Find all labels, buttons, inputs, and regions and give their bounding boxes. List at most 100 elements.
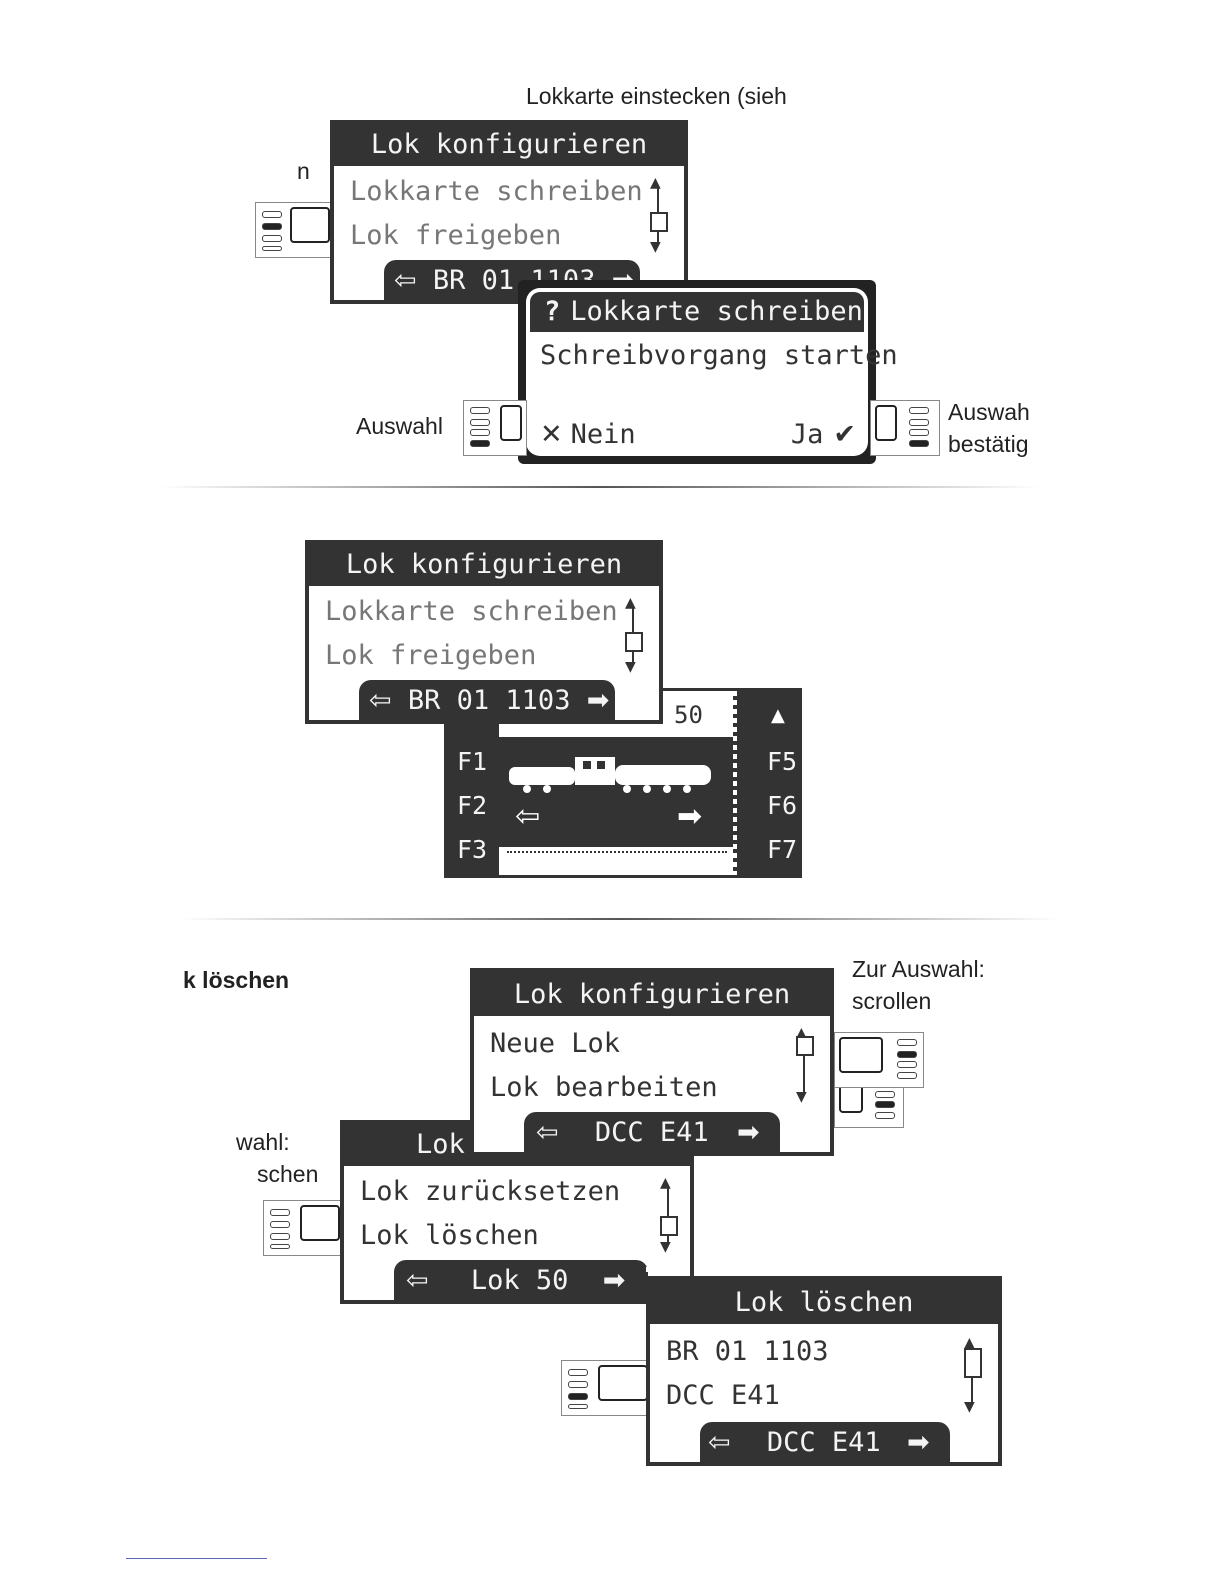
confirm-dialog: ?Lokkarte schreiben Schreibvorgang start… (518, 280, 898, 464)
device-key-top[interactable] (568, 1369, 588, 1376)
locomotive-panel (499, 737, 735, 847)
device-buttons-left-3[interactable] (263, 1200, 343, 1256)
check-icon: ✔ (833, 419, 856, 450)
scroll-indicator-icon: ▲ ▼ (960, 1336, 984, 1416)
device-buttons-left-2[interactable] (463, 400, 527, 456)
loco-selector-bar[interactable]: ⇦ DCC E41 ➡ (524, 1112, 785, 1152)
device-key-bottom[interactable] (270, 1244, 290, 1249)
list-item-loco-1[interactable]: BR 01 1103 (666, 1336, 829, 1367)
direction-right-icon[interactable]: ➡ (677, 799, 703, 834)
locomotive-icon (509, 757, 711, 793)
section1-caption-confirm-2: bestätig (948, 431, 1029, 457)
function-key-f2[interactable]: F2 (457, 791, 488, 820)
screen-title: Lok konfigurieren (309, 544, 659, 586)
device-key-lower[interactable] (262, 235, 282, 242)
loco-selector-bar[interactable]: ⇦ BR 01 1103 ➡ (359, 680, 635, 720)
arrow-left-icon[interactable]: ⇦ (708, 1427, 731, 1458)
section3-caption-left-2: schen (257, 1161, 319, 1187)
arrow-left-icon[interactable]: ⇦ (536, 1117, 559, 1148)
device-key-lower[interactable] (909, 429, 929, 436)
device-buttons-left-4[interactable] (561, 1360, 651, 1416)
list-item-loco-2[interactable]: DCC E41 (666, 1380, 780, 1411)
device-key-top[interactable] (262, 211, 282, 218)
scroll-down-arrow-icon: ▼ (660, 1239, 671, 1255)
device-buttons-right-1[interactable] (870, 400, 940, 456)
device-key-middle[interactable] (568, 1381, 588, 1388)
device-slot (290, 207, 330, 243)
device-key-lower[interactable] (470, 429, 490, 436)
section1-caption-confirm-1: Auswah (948, 399, 1030, 425)
direction-left-icon[interactable]: ⇦ (515, 799, 541, 834)
device-key-top[interactable] (470, 407, 490, 414)
function-key-f6[interactable]: F6 (767, 791, 798, 820)
lcd-screen-lok-konfigurieren-1: Lok konfigurieren Lokkarte schreiben Lok… (330, 120, 688, 304)
scroll-indicator-icon: ▲ ▼ (646, 176, 670, 256)
arrow-left-icon[interactable]: ⇦ (394, 265, 417, 296)
device-slot (839, 1037, 883, 1073)
device-key-middle[interactable] (897, 1051, 917, 1058)
menu-item-lok-freigeben[interactable]: Lok freigeben (350, 220, 562, 251)
function-key-f7[interactable]: F7 (767, 835, 798, 864)
scroll-up-arrow-icon: ▲ (660, 1175, 671, 1191)
arrow-left-icon[interactable]: ⇦ (406, 1265, 429, 1296)
device-key-middle[interactable] (470, 419, 490, 426)
loco-selector-bar[interactable]: ⇦ Lok 50 ➡ (394, 1260, 651, 1300)
footnote-separator (126, 1558, 267, 1559)
dotted-separator (949, 1428, 955, 1459)
arrow-right-icon[interactable]: ➡ (586, 685, 610, 716)
menu-item-neue-lok[interactable]: Neue Lok (490, 1028, 621, 1059)
arrow-right-icon[interactable]: ➡ (736, 1117, 760, 1148)
device-key-lower[interactable] (875, 1101, 895, 1108)
device-key-top[interactable] (270, 1209, 290, 1216)
device-key-bottom[interactable] (568, 1404, 588, 1409)
scroll-down-arrow-icon: ▼ (650, 239, 661, 255)
loco-selector-bar[interactable]: ⇦ DCC E41 ➡ (700, 1422, 955, 1462)
menu-item-lok-loeschen[interactable]: Lok löschen (360, 1220, 539, 1251)
section3-heading: k löschen (183, 967, 290, 993)
device-buttons-left-1[interactable] (255, 202, 335, 258)
dialog-no-button[interactable]: ✕Nein (540, 419, 636, 450)
device-key-bottom[interactable] (909, 440, 929, 447)
menu-item-lokkarte-schreiben[interactable]: Lokkarte schreiben (350, 176, 643, 207)
section3-caption-right-1: Zur Auswahl: (852, 956, 985, 982)
device-key-top[interactable] (909, 407, 929, 414)
device-key-middle[interactable] (262, 223, 282, 230)
arrow-right-icon[interactable]: ➡ (906, 1427, 930, 1458)
device-key-lower[interactable] (897, 1061, 917, 1068)
device-slot (598, 1365, 648, 1401)
scroll-indicator-icon: ▲ ▼ (792, 1026, 816, 1106)
menu-item-lok-zuruecksetzen[interactable]: Lok zurücksetzen (360, 1176, 621, 1207)
screen-title: Lok konfigurieren (334, 124, 684, 166)
function-key-f5[interactable]: F5 (767, 747, 798, 776)
function-key-f3[interactable]: F3 (457, 835, 488, 864)
scroll-up-arrow-icon: ▲ (625, 595, 636, 611)
device-key-bottom[interactable] (875, 1112, 895, 1119)
device-key-bottom[interactable] (262, 246, 282, 251)
dialog-title-bar: ?Lokkarte schreiben (530, 292, 864, 332)
device-slot (875, 405, 897, 441)
menu-item-lok-bearbeiten[interactable]: Lok bearbeiten (490, 1072, 718, 1103)
device-key-middle[interactable] (875, 1091, 895, 1098)
device-buttons-right-3[interactable] (834, 1032, 924, 1088)
cross-icon: ✕ (540, 419, 563, 450)
dialog-yes-button[interactable]: Ja✔ (791, 419, 856, 450)
drive-center-panel: ⇦ ➡ 50 (499, 691, 735, 875)
loco-name: DCC E41 (766, 1427, 881, 1458)
lcd-screen-lok-loeschen: Lok löschen BR 01 1103 DCC E41 ▲ ▼ ⇦ DCC… (646, 1276, 1002, 1466)
device-key-lower[interactable] (568, 1393, 588, 1400)
function-key-f1[interactable]: F1 (457, 747, 488, 776)
scroll-indicator-icon: ▲ ▼ (621, 596, 645, 676)
speed-scale (733, 691, 737, 875)
device-key-middle[interactable] (270, 1221, 290, 1228)
device-key-lower[interactable] (270, 1233, 290, 1240)
turtle-icon: ▲ (771, 705, 785, 726)
section-divider-2 (180, 918, 1060, 920)
menu-item-lok-freigeben[interactable]: Lok freigeben (325, 640, 537, 671)
device-key-bottom[interactable] (470, 440, 490, 447)
device-key-middle[interactable] (909, 419, 929, 426)
arrow-right-icon[interactable]: ➡ (602, 1265, 626, 1296)
arrow-left-icon[interactable]: ⇦ (369, 685, 392, 716)
device-key-bottom[interactable] (897, 1072, 917, 1079)
device-key-top[interactable] (897, 1039, 917, 1046)
menu-item-lokkarte-schreiben[interactable]: Lokkarte schreiben (325, 596, 618, 627)
